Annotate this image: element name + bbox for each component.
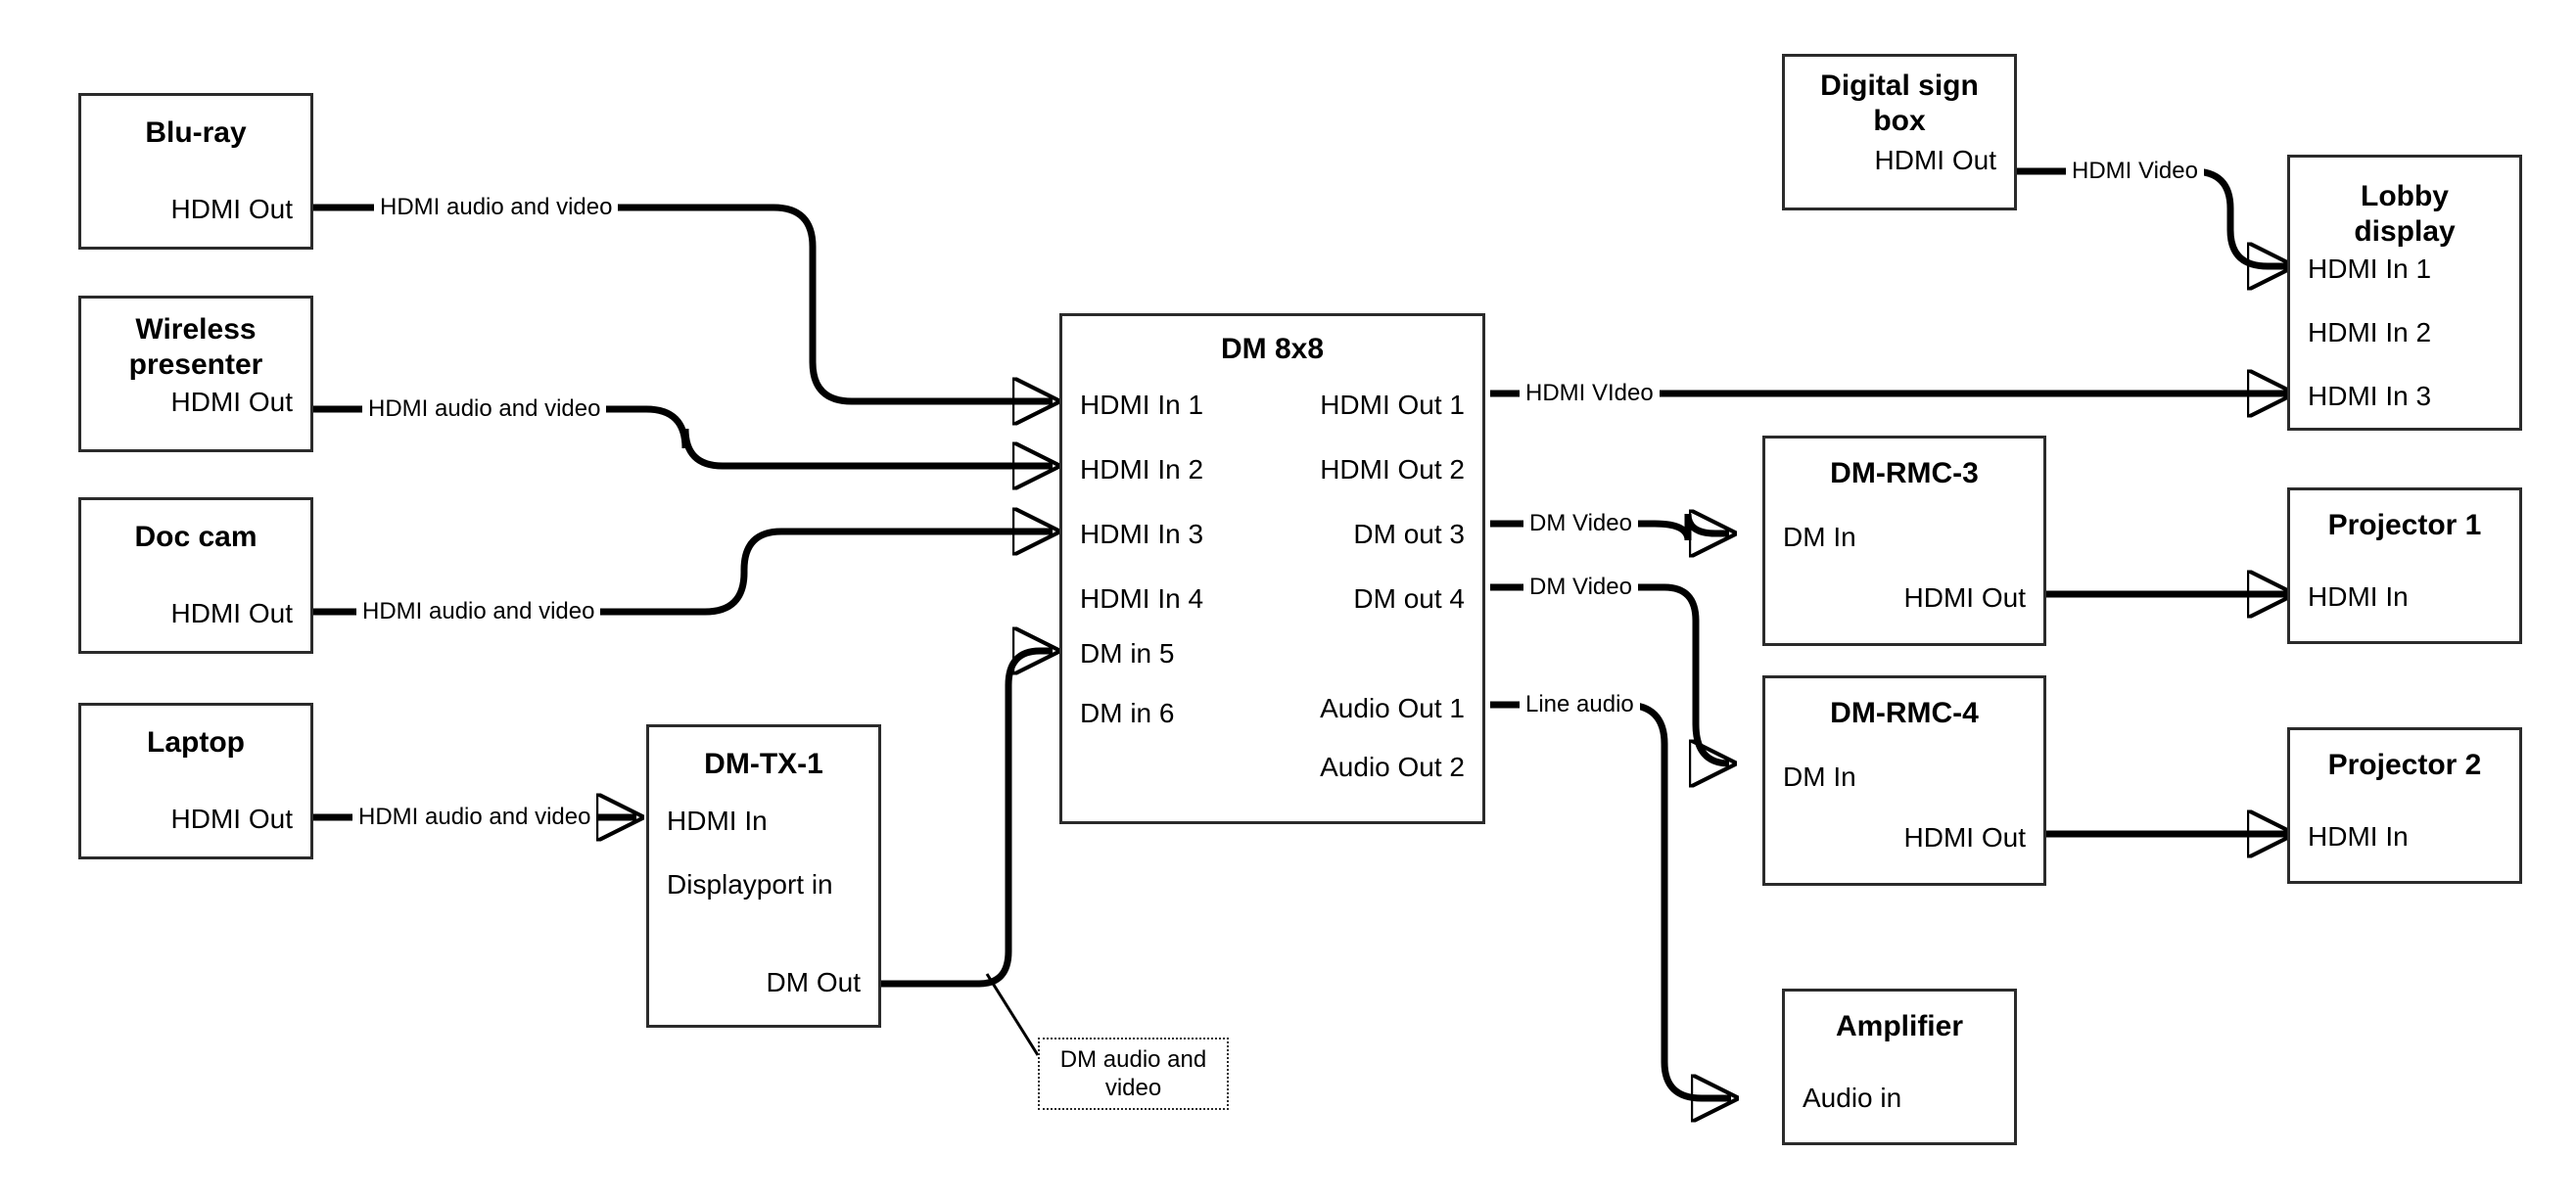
node-dm-8x8-input-dm-in-5[interactable]: DM in 5: [1080, 638, 1175, 669]
node-dm-8x8-input-hdmi-in-2[interactable]: HDMI In 2: [1080, 454, 1204, 485]
node-dm-rmc-4[interactable]: DM-RMC-4 DM In HDMI Out: [1762, 675, 2046, 886]
node-dm-8x8-input-dm-in-6[interactable]: DM in 6: [1080, 698, 1175, 728]
node-wireless-presenter-title-line2: presenter: [128, 348, 263, 381]
wire-label-dm-audio-out1: Line audio: [1520, 691, 1640, 718]
node-dm-rmc-4-title: DM-RMC-4: [1830, 697, 1979, 729]
wire-bluray-to-dm-in1: [313, 204, 1053, 401]
node-dm-8x8-output-hdmi-out-2[interactable]: HDMI Out 2: [1320, 454, 1465, 485]
node-projector-2[interactable]: Projector 2 HDMI In: [2287, 727, 2522, 884]
node-dm-tx-1-port-hdmi-in[interactable]: HDMI In: [667, 806, 768, 836]
node-lobby-display-input-hdmi-in-2[interactable]: HDMI In 2: [2308, 317, 2432, 347]
wire-dm-audio1-to-amplifier: [1490, 701, 1731, 1098]
node-lobby-display-input-hdmi-in-3[interactable]: HDMI In 3: [2308, 381, 2432, 411]
node-dm-rmc-3[interactable]: DM-RMC-3 DM In HDMI Out: [1762, 436, 2046, 646]
node-dm-rmc-3-port-hdmi-out[interactable]: HDMI Out: [1903, 582, 2026, 613]
wire-label-dm-out4: DM Video: [1523, 574, 1638, 601]
node-dm-8x8-title: DM 8x8: [1220, 333, 1325, 365]
node-lobby-display-input-hdmi-in-1[interactable]: HDMI In 1: [2308, 254, 2432, 284]
node-dm-tx-1-port-displayport-in[interactable]: Displayport in: [667, 869, 833, 900]
node-wireless-presenter-title-line1: Wireless: [135, 313, 257, 346]
node-doc-cam[interactable]: Doc cam HDMI Out: [78, 497, 313, 654]
leader-line-dm-audio-video: [985, 973, 1040, 1056]
node-digital-sign-box-port-hdmi-out[interactable]: HDMI Out: [1874, 145, 1996, 175]
node-lobby-display[interactable]: Lobby display HDMI In 1 HDMI In 2 HDMI I…: [2287, 155, 2522, 431]
node-dm-tx-1-title: DM-TX-1: [704, 748, 823, 780]
node-dm-tx-1-port-dm-out[interactable]: DM Out: [766, 967, 861, 997]
node-projector-1[interactable]: Projector 1 HDMI In: [2287, 487, 2522, 644]
node-laptop-port-hdmi-out[interactable]: HDMI Out: [170, 804, 293, 834]
node-dm-rmc-4-port-hdmi-out[interactable]: HDMI Out: [1903, 822, 2026, 853]
node-laptop[interactable]: Laptop HDMI Out: [78, 703, 313, 859]
node-projector-1-port-hdmi-in[interactable]: HDMI In: [2308, 581, 2409, 612]
wire-sign-to-lobby-in1: [2017, 167, 2287, 266]
node-dm-8x8-output-hdmi-out-1[interactable]: HDMI Out 1: [1320, 390, 1465, 420]
node-dm-8x8-output-dm-out-3[interactable]: DM out 3: [1353, 519, 1465, 549]
node-blu-ray-port-hdmi-out[interactable]: HDMI Out: [170, 194, 293, 224]
node-blu-ray-title: Blu-ray: [145, 116, 247, 149]
node-dm-rmc-3-port-dm-in[interactable]: DM In: [1783, 522, 1856, 552]
node-projector-1-title: Projector 1: [2327, 509, 2482, 541]
wire-dm-out4-to-rmc4: [1490, 583, 1729, 763]
node-digital-sign-box-title-line2: box: [1873, 105, 1926, 137]
wire-label-dm-out3: DM Video: [1523, 510, 1638, 537]
node-digital-sign-box[interactable]: Digital sign box HDMI Out: [1782, 54, 2017, 210]
node-dm-rmc-3-title: DM-RMC-3: [1830, 457, 1979, 489]
node-amplifier-title: Amplifier: [1835, 1010, 1964, 1042]
wire-label-bluray: HDMI audio and video: [374, 194, 619, 221]
node-projector-2-title: Projector 2: [2327, 749, 2482, 781]
node-dm-8x8-output-dm-out-4[interactable]: DM out 4: [1353, 583, 1465, 614]
wire-label-doccam: HDMI audio and video: [356, 598, 601, 625]
wire-dmtx1-to-dm-in5: [881, 651, 1053, 988]
node-dm-rmc-4-port-dm-in[interactable]: DM In: [1783, 762, 1856, 792]
note-dm-audio-and-video: DM audio and video: [1038, 1038, 1229, 1110]
node-dm-8x8-input-hdmi-in-4[interactable]: HDMI In 4: [1080, 583, 1204, 614]
node-dm-8x8-input-hdmi-in-1[interactable]: HDMI In 1: [1080, 390, 1204, 420]
node-wireless-presenter[interactable]: Wireless presenter HDMI Out: [78, 296, 313, 452]
node-digital-sign-box-title-line1: Digital sign: [1820, 69, 1979, 102]
node-amplifier[interactable]: Amplifier Audio in: [1782, 989, 2017, 1145]
node-doc-cam-port-hdmi-out[interactable]: HDMI Out: [170, 598, 293, 628]
node-dm-tx-1[interactable]: DM-TX-1 HDMI In Displayport in DM Out: [646, 724, 881, 1028]
wire-label-sign-to-lobby: HDMI Video: [2066, 158, 2204, 185]
node-dm-8x8-output-audio-out-2[interactable]: Audio Out 2: [1320, 752, 1465, 782]
node-lobby-display-title-line2: display: [2354, 215, 2456, 248]
node-blu-ray[interactable]: Blu-ray HDMI Out: [78, 93, 313, 250]
node-dm-8x8-output-audio-out-1[interactable]: Audio Out 1: [1320, 693, 1465, 723]
node-dm-8x8-input-hdmi-in-3[interactable]: HDMI In 3: [1080, 519, 1204, 549]
node-dm-8x8[interactable]: DM 8x8 HDMI In 1 HDMI In 2 HDMI In 3 HDM…: [1059, 313, 1485, 824]
wire-label-wireless: HDMI audio and video: [362, 395, 607, 423]
wire-label-dm-out1: HDMI VIdeo: [1520, 380, 1660, 407]
node-amplifier-port-audio-in[interactable]: Audio in: [1803, 1083, 1902, 1113]
node-projector-2-port-hdmi-in[interactable]: HDMI In: [2308, 821, 2409, 852]
node-wireless-presenter-port-hdmi-out[interactable]: HDMI Out: [170, 387, 293, 417]
wire-label-laptop: HDMI audio and video: [352, 804, 597, 831]
node-lobby-display-title-line1: Lobby: [2361, 180, 2449, 212]
node-doc-cam-title: Doc cam: [134, 521, 258, 553]
node-laptop-title: Laptop: [147, 726, 245, 759]
